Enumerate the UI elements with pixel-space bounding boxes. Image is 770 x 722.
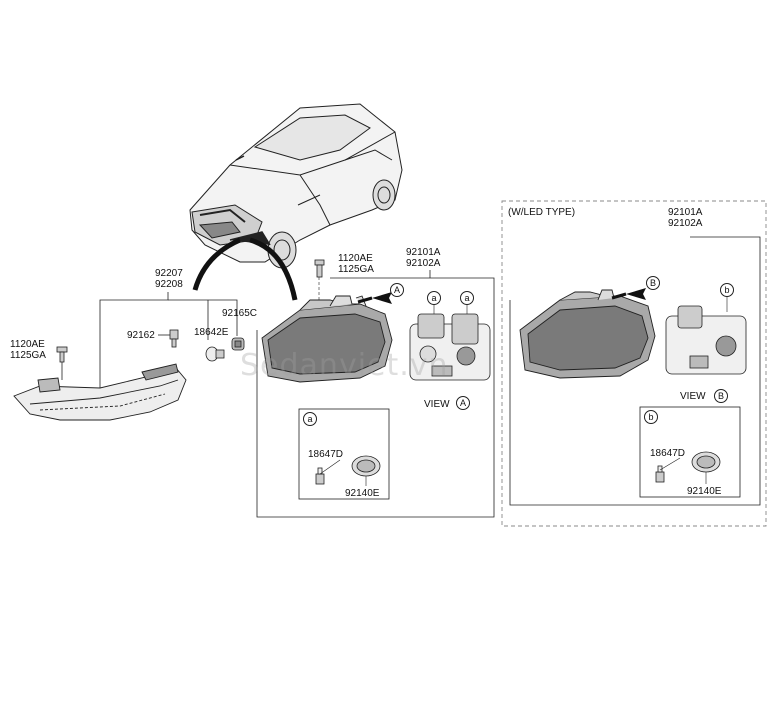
watermark: Sedanviet.vn [240, 348, 449, 383]
led-box [509, 236, 761, 506]
label-18642E: 18642E [194, 327, 229, 338]
detail-box-b [639, 406, 741, 498]
callout-B-view: B [714, 389, 728, 403]
leader-arrow-right [249, 237, 298, 301]
headlamp-box [256, 270, 495, 518]
label-92101A-led: 92101A [668, 207, 703, 218]
leader-arrow-left [192, 237, 242, 291]
label-1125GA-left: 1125GA [10, 350, 46, 361]
callout-A-arrow: A [390, 283, 404, 297]
detail-box-a [298, 408, 390, 500]
car-illustration [189, 103, 403, 269]
bolt-middle [314, 259, 325, 278]
label-92207: 92207 [155, 268, 183, 279]
callout-B-arrow: B [646, 276, 660, 290]
label-led-type: (W/LED TYPE) [508, 207, 576, 218]
drl-lamp-left [13, 363, 187, 421]
view-arrow-A [372, 292, 392, 304]
bolt-left [56, 346, 68, 363]
bulb-18642E [205, 346, 225, 362]
label-view-a: VIEW [424, 399, 450, 410]
led-type-frame [501, 200, 767, 527]
label-92140E-b: 92140E [687, 486, 722, 497]
callout-a-left: a [427, 291, 441, 305]
label-92208: 92208 [155, 279, 183, 290]
label-1120AE-left: 1120AE [10, 339, 45, 350]
callout-a-box: a [303, 412, 317, 426]
label-92101A-mid: 92101A [406, 247, 441, 258]
label-92102A-led: 92102A [668, 218, 703, 229]
headlamp-rear-view [409, 313, 491, 381]
label-18647D-a: 18647D [308, 449, 344, 460]
headlamp-led [519, 289, 656, 379]
label-92165C: 92165C [222, 308, 258, 319]
label-18647D-b: 18647D [650, 448, 686, 459]
label-1125GA-mid: 1125GA [338, 264, 374, 275]
bulb-18647D-a [315, 467, 325, 485]
led-rear-view [665, 305, 747, 375]
cap-92140E-b [691, 451, 721, 473]
cap-92140E-a [351, 455, 381, 477]
headlamp-halogen [261, 295, 393, 383]
view-arrow-B [626, 288, 646, 300]
label-92102A-mid: 92102A [406, 258, 441, 269]
callout-A-view: A [456, 396, 470, 410]
callout-a-right: a [460, 291, 474, 305]
label-1120AE-mid: 1120AE [338, 253, 373, 264]
clip-92162 [169, 329, 179, 348]
callout-b-box: b [644, 410, 658, 424]
label-92162: 92162 [127, 330, 155, 341]
callout-b-top: b [720, 283, 734, 297]
label-92140E-a: 92140E [345, 488, 380, 499]
socket-92165C [231, 337, 245, 351]
label-view-b: VIEW [680, 391, 706, 402]
